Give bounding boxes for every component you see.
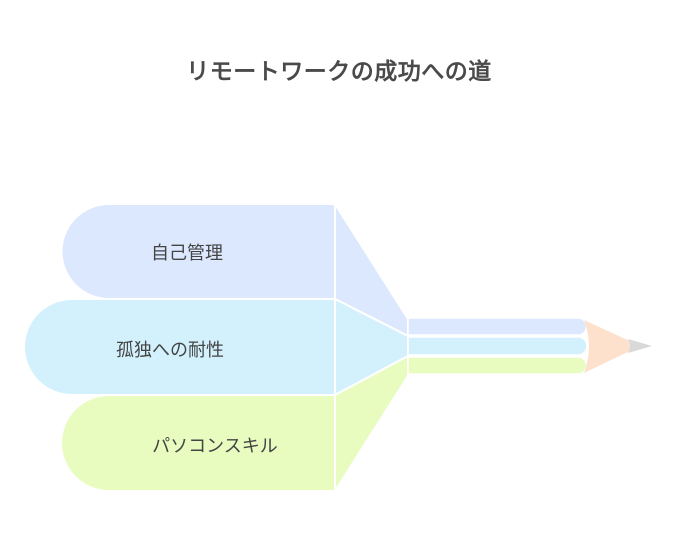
pencil-strip-middle — [407, 336, 588, 356]
band-pc-skills-shape — [60, 394, 336, 492]
band-loneliness-tolerance: 孤独への耐性 — [23, 297, 409, 397]
pencil-wood-tip — [584, 320, 632, 373]
band-pc-skills: パソコンスキル — [60, 354, 409, 495]
pencil-tip — [584, 320, 652, 373]
band-pc-skills-funnel — [334, 354, 409, 495]
pencil-body — [407, 317, 588, 375]
diagram-title: リモートワークの成功への道 — [186, 59, 492, 85]
band-pc-skills-label: パソコンスキル — [152, 436, 278, 457]
band-loneliness-tolerance-label: 孤独への耐性 — [116, 340, 224, 361]
pencil-lead — [628, 339, 652, 353]
band-self-management: 自己管理 — [60, 200, 409, 338]
pencil-strip-bottom — [407, 356, 588, 375]
pencil-strip-top — [407, 317, 588, 336]
band-self-management-label: 自己管理 — [151, 243, 223, 264]
band-loneliness-tolerance-shape — [23, 298, 336, 396]
